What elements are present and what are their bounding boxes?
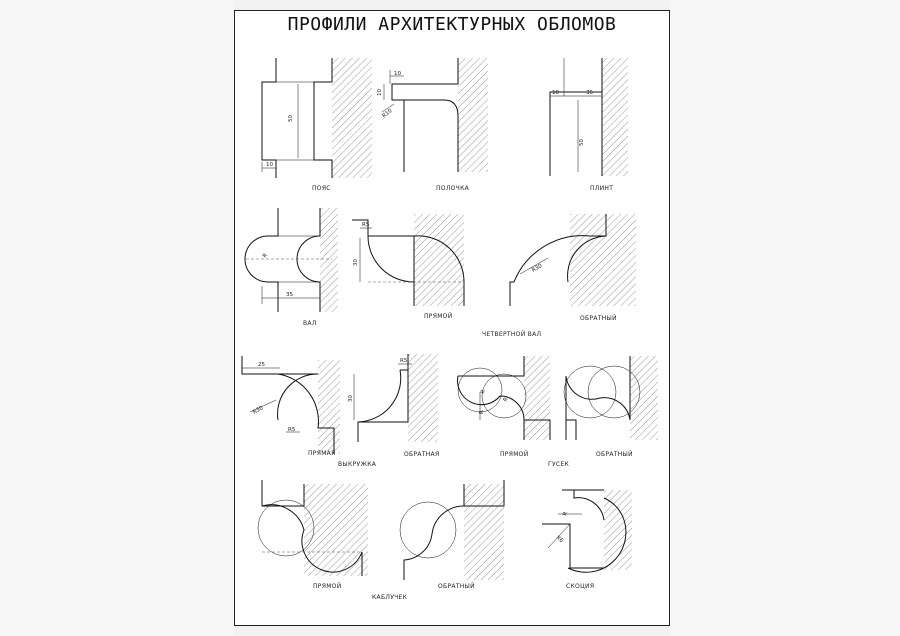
label-polochka: ПОЛОЧКА [436,185,470,192]
dim-vy-w: 25 [258,362,265,368]
label-vy-pryamaya: ПРЯМАЯ [308,450,336,457]
profile-polochka: 10 10 R10 ПОЛОЧКА [377,58,488,192]
profile-skotsiya: R R6 СКОЦИЯ [542,489,632,590]
dim-gu-r1: R [480,389,487,395]
right-margin [670,0,900,636]
label-ka-pryamoy: ПРЯМОЙ [313,583,342,590]
dim-plint-a: 10 [552,90,559,96]
dim-poyas-h: 50 [288,115,294,122]
poyas-outline [313,58,333,178]
profile-ka-obratny: ОБРАТНЫЙ [399,480,505,590]
profile-chv-pryamoy: R5 30 ПРЯМОЙ [352,214,465,320]
label-ka-obratny: ОБРАТНЫЙ [438,583,475,590]
dim-poyas-w: 10 [266,162,273,168]
profile-vy-pryamaya: 25 R30 R5 ПРЯМАЯ [241,356,340,457]
dim-sk-r1: R [562,511,569,517]
label-chetvertnoy-val: ЧЕТВЕРТНОЙ ВАЛ [482,331,541,338]
label-gu-obratny: ОБРАТНЫЙ [596,451,633,458]
dim-vy2-a: R5 [400,358,408,364]
label-chv-pryamoy: ПРЯМОЙ [424,313,453,320]
hatch-wall [332,58,372,178]
profile-vy-obratnaya: R5 30 ОБРАТНАЯ [348,354,439,458]
dim-polochka-r: R10 [381,108,394,120]
left-margin [0,0,234,636]
label-gusek: ГУСЕК [548,461,569,468]
label-kablychek: КАБЛУЧЕК [372,594,408,601]
page-title: ПРОФИЛИ АРХИТЕКТУРНЫХ ОБЛОМОВ [287,14,617,35]
label-gu-pryamoy: ПРЯМОЙ [500,451,529,458]
dim-val-w: 35 [286,292,293,298]
dim-val-r: R [262,252,269,259]
profile-poyas: 50 10 ПОЯС [261,58,372,192]
dim-chv-r: R30 [531,263,544,274]
profile-gu-pryamoy: R R R ПРЯМОЙ [457,356,551,458]
label-chv-obratny: ОБРАТНЫЙ [580,315,617,322]
dim-polochka-w: 10 [394,71,401,77]
dim-sk-r2: R6 [555,535,565,545]
label-val: ВАЛ [303,320,317,327]
label-vy-obratnaya: ОБРАТНАЯ [404,451,439,458]
dim-vy2-h: 30 [348,395,354,402]
profile-val: R 35 ВАЛ [244,208,338,327]
label-skotsiya: СКОЦИЯ [566,583,594,590]
dim-chv-h: 30 [353,259,359,266]
dim-gu-r3: R [503,397,510,403]
dim-plint-b: 35 [586,90,593,96]
label-plint: ПЛИНТ [590,185,613,192]
poyas-left [261,58,277,178]
profile-chv-obratny: R30 ОБРАТНЫЙ [509,214,636,322]
dim-chv-a: R5 [362,222,370,228]
dim-vy-b: R5 [288,427,296,433]
dim-plint-h: 50 [579,139,585,146]
profile-ka-pryamoy: ПРЯМОЙ [257,480,368,590]
label-vykruzhka: ВЫКРУЖКА [338,461,377,468]
dim-gu-r2: R [479,410,485,414]
polochka-outline [391,58,459,172]
profile-plint: 10 35 50 ПЛИНТ [549,58,628,192]
label-poyas: ПОЯС [312,185,331,192]
dim-vy-r: R30 [252,405,265,416]
dim-polochka-h: 10 [377,89,383,96]
profile-gu-obratny: ОБРАТНЫЙ [563,356,658,458]
